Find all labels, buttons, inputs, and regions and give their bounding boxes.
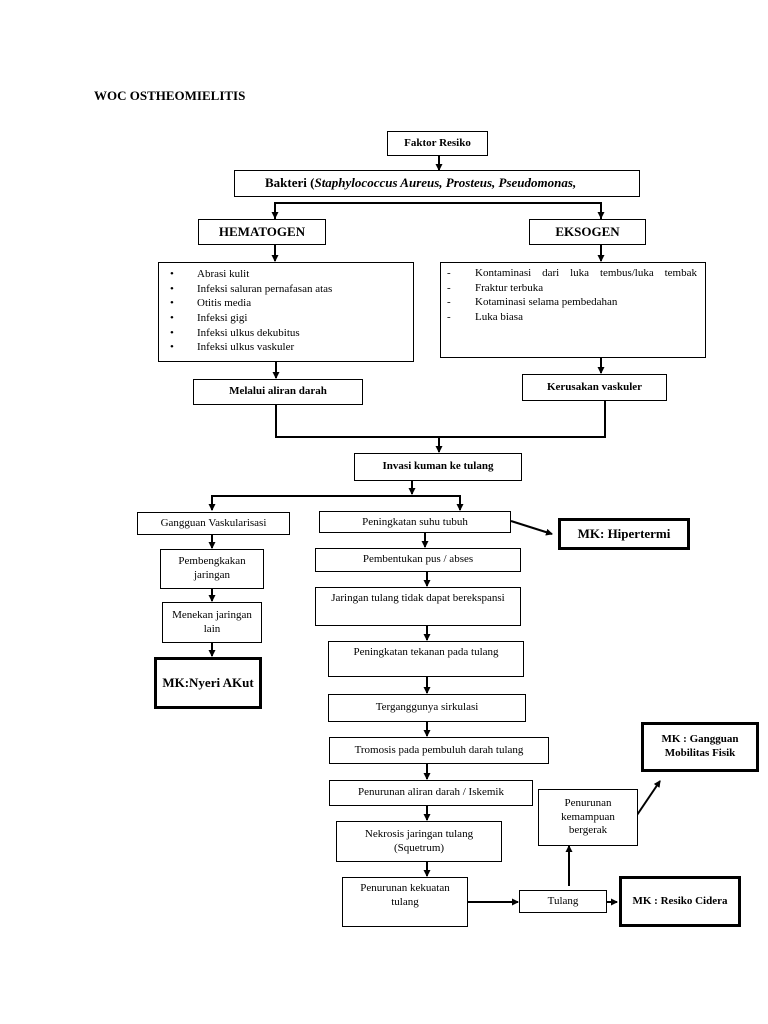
- pembengkakan-box: Pembengkakan jaringan: [160, 549, 264, 589]
- hematogen-label: HEMATOGEN: [218, 223, 306, 239]
- mk-mobilitas-label: MK : Gangguan Mobilitas Fisik: [661, 733, 739, 759]
- tulang-label: Tulang: [547, 894, 579, 907]
- hematogen-cause-item: Abrasi kulit: [170, 267, 409, 282]
- aliran-darah-label: Melalui aliran darah: [229, 385, 327, 398]
- penurunan-kemampuan-label: Penurunan kemampuan bergerak: [561, 796, 615, 837]
- mk-cidera-label: MK : Resiko Cidera: [632, 894, 728, 907]
- bakteri-box: Bakteri (Staphylococcus Aureus, Prosteus…: [234, 170, 640, 197]
- arrow-suhu-to-hipertermi: [510, 520, 553, 536]
- penurunan-kemampuan-box: Penurunan kemampuan bergerak: [538, 789, 638, 846]
- penurunan-aliran-box: Penurunan aliran darah / Iskemik: [329, 780, 533, 806]
- invasi-label: Invasi kuman ke tulang: [382, 460, 494, 473]
- pembentukan-pus-box: Pembentukan pus / abses: [315, 548, 521, 572]
- eksogen-causes-list: Kontaminasi dari luka tembus/luka tembak…: [440, 262, 706, 358]
- hematogen-cause-item: Otitis media: [170, 296, 409, 311]
- eksogen-cause-item: Kotaminasi selama pembedahan: [447, 295, 697, 310]
- menekan-box: Menekan jaringan lain: [162, 602, 262, 643]
- aliran-darah-box: Melalui aliran darah: [193, 379, 363, 405]
- tromosis-box: Tromosis pada pembuluh darah tulang: [329, 737, 549, 764]
- mk-hipertermi-label: MK: Hipertermi: [577, 525, 671, 541]
- jaringan-tulang-box: Jaringan tulang tidak dapat berekspansi: [315, 587, 521, 626]
- connector-merge: [275, 401, 606, 438]
- hematogen-cause-item: Infeksi gigi: [170, 311, 409, 326]
- penurunan-kekuatan-label: Penurunan kekuatan tulang: [360, 882, 450, 908]
- eksogen-cause-item: Kontaminasi dari luka tembus/luka tembak: [447, 266, 697, 281]
- tulang-box: Tulang: [519, 890, 607, 913]
- diagram-title: WOC OSTHEOMIELITIS: [94, 88, 246, 103]
- hematogen-cause-item: Infeksi ulkus vaskuler: [170, 340, 409, 355]
- faktor-resiko-box: Faktor Resiko: [387, 131, 488, 156]
- gangguan-vaskularisasi-label: Gangguan Vaskularisasi: [160, 516, 267, 529]
- hematogen-cause-item: Infeksi saluran pernafasan atas: [170, 282, 409, 297]
- hematogen-causes-list: Abrasi kulit Infeksi saluran pernafasan …: [158, 262, 414, 362]
- pembentukan-pus-label: Pembentukan pus / abses: [362, 553, 474, 566]
- nekrosis-box: Nekrosis jaringan tulang (Squetrum): [336, 821, 502, 862]
- peningkatan-tekanan-box: Peningkatan tekanan pada tulang: [328, 641, 524, 677]
- pembengkakan-label: Pembengkakan jaringan: [178, 555, 246, 581]
- peningkatan-suhu-label: Peningkatan suhu tubuh: [362, 516, 468, 528]
- mk-nyeri-label: MK:Nyeri AKut: [162, 674, 254, 690]
- eksogen-label: EKSOGEN: [555, 223, 620, 239]
- peningkatan-suhu-box: Peningkatan suhu tubuh: [319, 511, 511, 533]
- penurunan-kekuatan-box: Penurunan kekuatan tulang: [342, 877, 468, 927]
- bakteri-species: Staphylococcus Aureus, Prosteus, Pseudom…: [314, 175, 577, 191]
- peningkatan-tekanan-label: Peningkatan tekanan pada tulang: [353, 646, 499, 658]
- jaringan-tulang-label: Jaringan tulang tidak dapat berekspansi: [331, 592, 505, 604]
- mk-hipertermi-box: MK: Hipertermi: [558, 518, 690, 550]
- menekan-label: Menekan jaringan lain: [172, 608, 252, 635]
- connector-invasi-split: [211, 495, 461, 510]
- mk-nyeri-box: MK:Nyeri AKut: [154, 657, 262, 709]
- bakteri-prefix: Bakteri (: [265, 175, 315, 191]
- eksogen-cause-item: Luka biasa: [447, 310, 697, 325]
- mk-mobilitas-box: MK : Gangguan Mobilitas Fisik: [641, 722, 759, 772]
- mk-cidera-box: MK : Resiko Cidera: [619, 876, 741, 927]
- kerusakan-vaskuler-label: Kerusakan vaskuler: [546, 380, 643, 393]
- terganggunya-box: Terganggunya sirkulasi: [328, 694, 526, 722]
- connector-bakteri-split: [274, 202, 602, 219]
- faktor-resiko-label: Faktor Resiko: [404, 136, 471, 149]
- hematogen-cause-item: Infeksi ulkus dekubitus: [170, 326, 409, 341]
- terganggunya-label: Terganggunya sirkulasi: [375, 701, 479, 714]
- invasi-box: Invasi kuman ke tulang: [354, 453, 522, 481]
- arrow-kemampuan-to-mobilitas: [636, 780, 661, 816]
- kerusakan-vaskuler-box: Kerusakan vaskuler: [522, 374, 667, 401]
- eksogen-cause-item: Fraktur terbuka: [447, 281, 697, 296]
- tromosis-label: Tromosis pada pembuluh darah tulang: [354, 743, 524, 756]
- gangguan-vaskularisasi-box: Gangguan Vaskularisasi: [137, 512, 290, 535]
- hematogen-box: HEMATOGEN: [198, 219, 326, 245]
- eksogen-box: EKSOGEN: [529, 219, 646, 245]
- nekrosis-label: Nekrosis jaringan tulang (Squetrum): [364, 827, 474, 854]
- penurunan-aliran-label: Penurunan aliran darah / Iskemik: [357, 786, 504, 799]
